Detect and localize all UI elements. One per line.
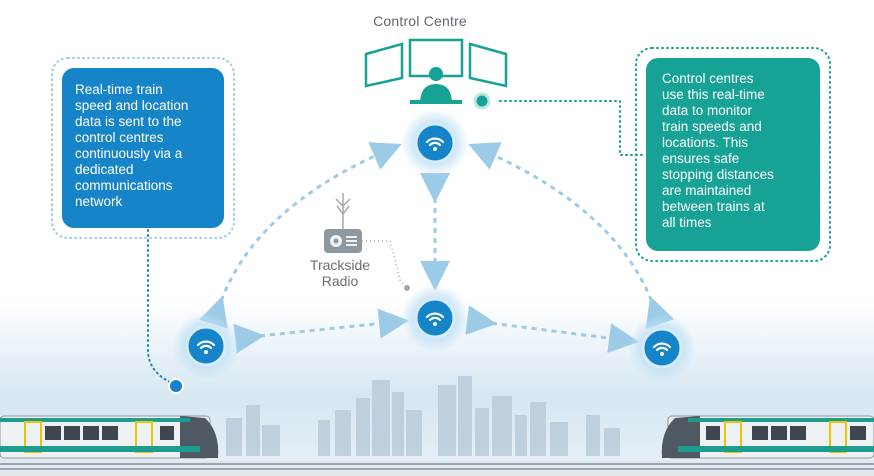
control-operator-icon [410,67,462,104]
track-rails [0,463,874,470]
monitor-icon [364,42,404,88]
right-callout-dot [473,92,491,110]
left-box-frame [51,57,235,239]
info-box-right-text: Control centres use this real-time data … [662,71,774,230]
city-skyline [226,376,620,456]
info-box-right: Control centres use this real-time data … [646,58,820,251]
left-callout-line [147,229,173,384]
train-left [0,415,219,459]
radio-connector [362,240,406,287]
radio-connector-dot [404,285,410,291]
network-node-top [401,109,469,177]
train-right [661,415,874,459]
trackside-radio-label: Trackside Radio [309,257,371,289]
network-links [199,142,675,354]
antenna-icon [335,193,351,229]
control-centre-title: Control Centre [373,13,467,29]
radio-icon [324,229,362,253]
info-box-left: Real-time train speed and location data … [62,68,224,228]
network-node-center [401,284,469,352]
right-box-frame [635,47,831,262]
network-node-right [628,314,696,382]
left-callout-dot [168,378,184,394]
right-callout-line [499,100,643,156]
trackside-radio-icon [324,193,362,253]
network-node-left [172,312,240,380]
control-centre-icon [364,38,508,104]
monitor-icon [468,42,508,88]
info-box-left-text: Real-time train speed and location data … [75,82,189,209]
